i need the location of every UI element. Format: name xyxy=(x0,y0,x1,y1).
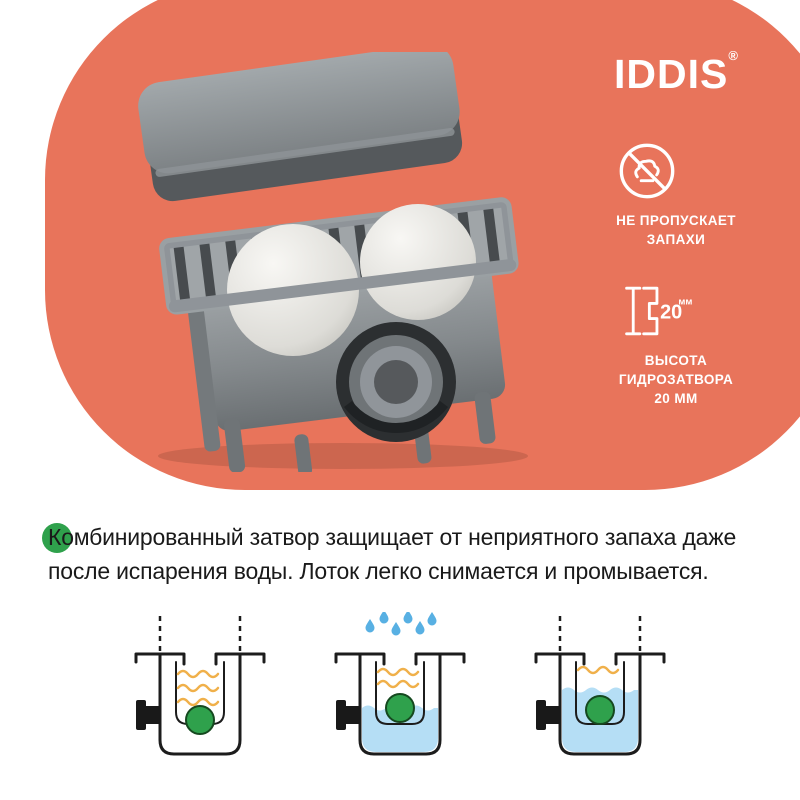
water-drops xyxy=(365,612,437,636)
product-photo-drain-trap xyxy=(138,52,528,472)
seal-ball xyxy=(385,693,415,723)
description-line-2: после испарения воды. Лоток легко снимае… xyxy=(48,558,709,584)
badge-label-line: 20 ММ xyxy=(654,390,698,406)
badge-no-odor-label: НЕ ПРОПУСКАЕТ ЗАПАХИ xyxy=(616,212,736,250)
green-accent-dot xyxy=(42,523,72,553)
brand-logo-text: IDDIS xyxy=(614,51,729,97)
seal-ball xyxy=(185,705,215,735)
badge-no-odor: НЕ ПРОПУСКАЕТ ЗАПАХИ xyxy=(616,140,736,250)
badge-seal-height: 20 мм ВЫСОТА ГИДРОЗАТВОРА 20 ММ xyxy=(619,280,733,409)
outlet-stub xyxy=(136,700,146,730)
water-fill xyxy=(362,705,438,752)
badge-label-line: НЕ ПРОПУСКАЕТ xyxy=(616,213,736,228)
outlet-pipe xyxy=(336,322,456,442)
no-odor-icon xyxy=(619,143,675,199)
seal-ball xyxy=(585,695,615,725)
seal-height-value: 20 xyxy=(660,301,682,323)
grate-front-rail xyxy=(168,259,517,313)
seal-height-unit: мм xyxy=(678,296,692,307)
badge-label-line: ВЫСОТА xyxy=(644,352,708,368)
feature-badges: НЕ ПРОПУСКАЕТ ЗАПАХИ 20 мм ВЫСОТА ГИДРОЗ… xyxy=(597,140,755,408)
badge-label-line: ЗАПАХИ xyxy=(646,231,706,247)
description-line-1: Комбинированный затвор защищает от непри… xyxy=(48,524,737,550)
odor-waves xyxy=(176,669,220,679)
diagram-water-seal-active xyxy=(534,616,666,756)
badge-label-line: ГИДРОЗАТВОРА xyxy=(618,371,734,387)
seal-height-20mm-icon: 20 мм xyxy=(624,286,692,335)
product-shadow xyxy=(158,443,528,469)
brand-logo: IDDIS® xyxy=(588,48,764,98)
badge-seal-height-label: ВЫСОТА ГИДРОЗАТВОРА 20 ММ xyxy=(619,352,733,409)
lid xyxy=(138,52,463,202)
diagram-water-refilling xyxy=(334,612,466,756)
diagram-dry-trap-odor-blocked xyxy=(134,616,266,756)
description-text: Комбинированный затвор защищает от непри… xyxy=(48,520,788,588)
float-ball-right xyxy=(360,204,476,320)
trap-diagrams-row xyxy=(0,612,800,782)
registered-trademark: ® xyxy=(728,48,738,63)
